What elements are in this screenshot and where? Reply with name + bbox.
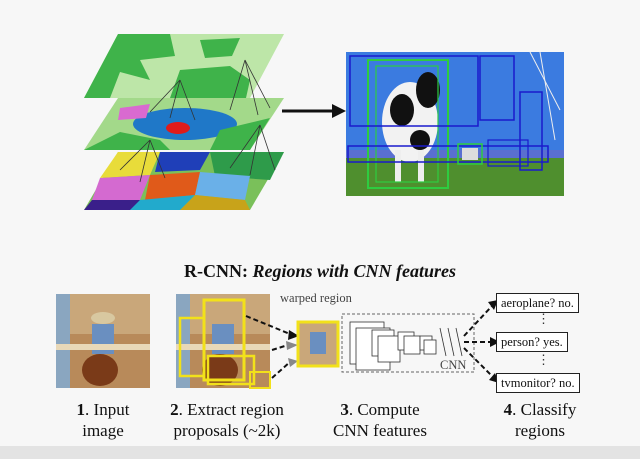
warp-arrows	[245, 315, 291, 379]
step-line2: image	[82, 421, 124, 440]
segmentation-layer-top	[84, 34, 284, 98]
warped-region-label: warped region	[280, 291, 352, 305]
vertical-dots: ⋮	[537, 352, 550, 367]
step-line1: . Extract region	[178, 400, 284, 419]
class-box-tvmonitor: tvmonitor? no.	[496, 373, 580, 393]
cnn-label: CNN	[440, 358, 467, 372]
warped-region	[296, 320, 340, 368]
step-caption-classify: 4. Classify regions	[484, 399, 596, 441]
bottom-bar	[0, 446, 640, 459]
step-line2: proposals (~2k)	[173, 421, 281, 440]
diagram-title: R-CNN: Regions with CNN features	[0, 261, 640, 282]
input-image	[56, 294, 150, 388]
step-number: 4	[503, 400, 513, 419]
step-line1: . Compute	[348, 400, 420, 419]
hierarchy-lines	[119, 59, 276, 183]
step-caption-input: 1. Input image	[50, 399, 156, 441]
step-line1: . Input	[85, 400, 130, 419]
result-arrow	[282, 104, 346, 118]
step-caption-extract: 2. Extract region proposals (~2k)	[156, 399, 298, 441]
title-italic: Regions with CNN features	[252, 261, 456, 281]
step-caption-compute: 3. Compute CNN features	[320, 399, 440, 441]
title-prefix: R-CNN:	[183, 261, 248, 281]
detection-result-image	[346, 51, 564, 196]
class-box-aeroplane: aeroplane? no.	[496, 293, 579, 313]
step-number: 3	[340, 400, 349, 419]
classify-arrows	[463, 305, 493, 377]
step-line2: CNN features	[333, 421, 427, 440]
vertical-dots: ⋮	[537, 311, 550, 326]
proposals-image	[176, 294, 271, 389]
step-number: 2	[170, 400, 179, 419]
cnn-layers	[349, 321, 463, 371]
class-box-person: person? yes.	[496, 332, 568, 352]
step-number: 1	[76, 400, 86, 419]
step-line2: regions	[514, 421, 566, 440]
step-line1: . Classify	[512, 400, 577, 419]
segmentation-layer-bottom	[84, 152, 284, 210]
hierarchy-illustration	[84, 34, 564, 210]
